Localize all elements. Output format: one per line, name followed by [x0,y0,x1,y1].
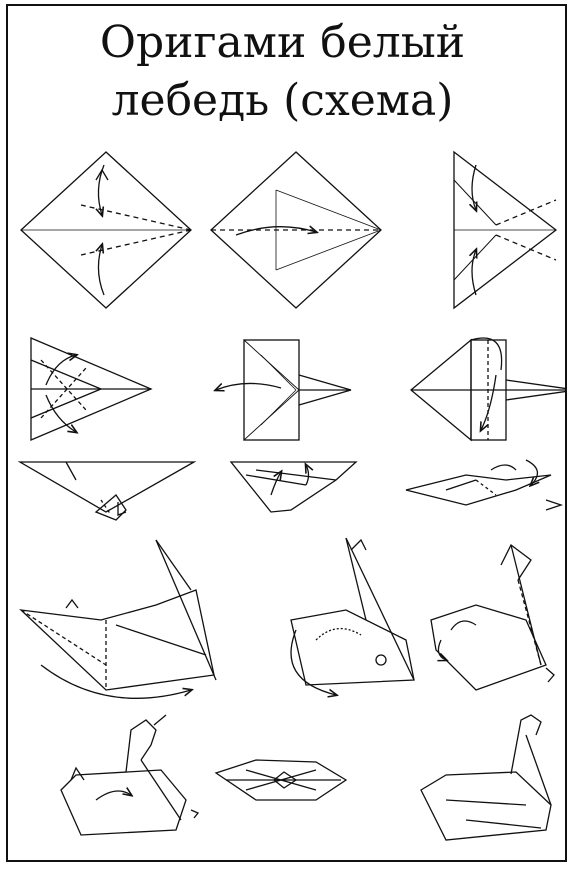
title-line-2: лебедь (схема) [0,72,565,130]
swan-final-step [421,715,551,840]
swan-head-detail-step [61,715,198,835]
page-title: Оригами белый лебедь (схема) [0,14,565,130]
swan-top-view-step [216,760,346,800]
pleat-step-3 [406,460,561,510]
swan-body-step [21,540,216,698]
pleat-step-2 [231,462,356,512]
pleat-step-1 [20,462,194,520]
fold-in-half-step [211,152,381,308]
swan-head-step [431,545,554,690]
title-line-1: Оригами белый [0,14,565,72]
reverse-fold-step [216,340,351,440]
inside-fold-step [31,338,151,440]
swan-neck-up-step [291,538,414,695]
neck-fold-step [411,338,566,440]
origami-diagram [6,140,566,860]
kite-folded-step [454,152,556,308]
diagram-svg [6,140,566,860]
fold-kite-step [21,152,191,308]
